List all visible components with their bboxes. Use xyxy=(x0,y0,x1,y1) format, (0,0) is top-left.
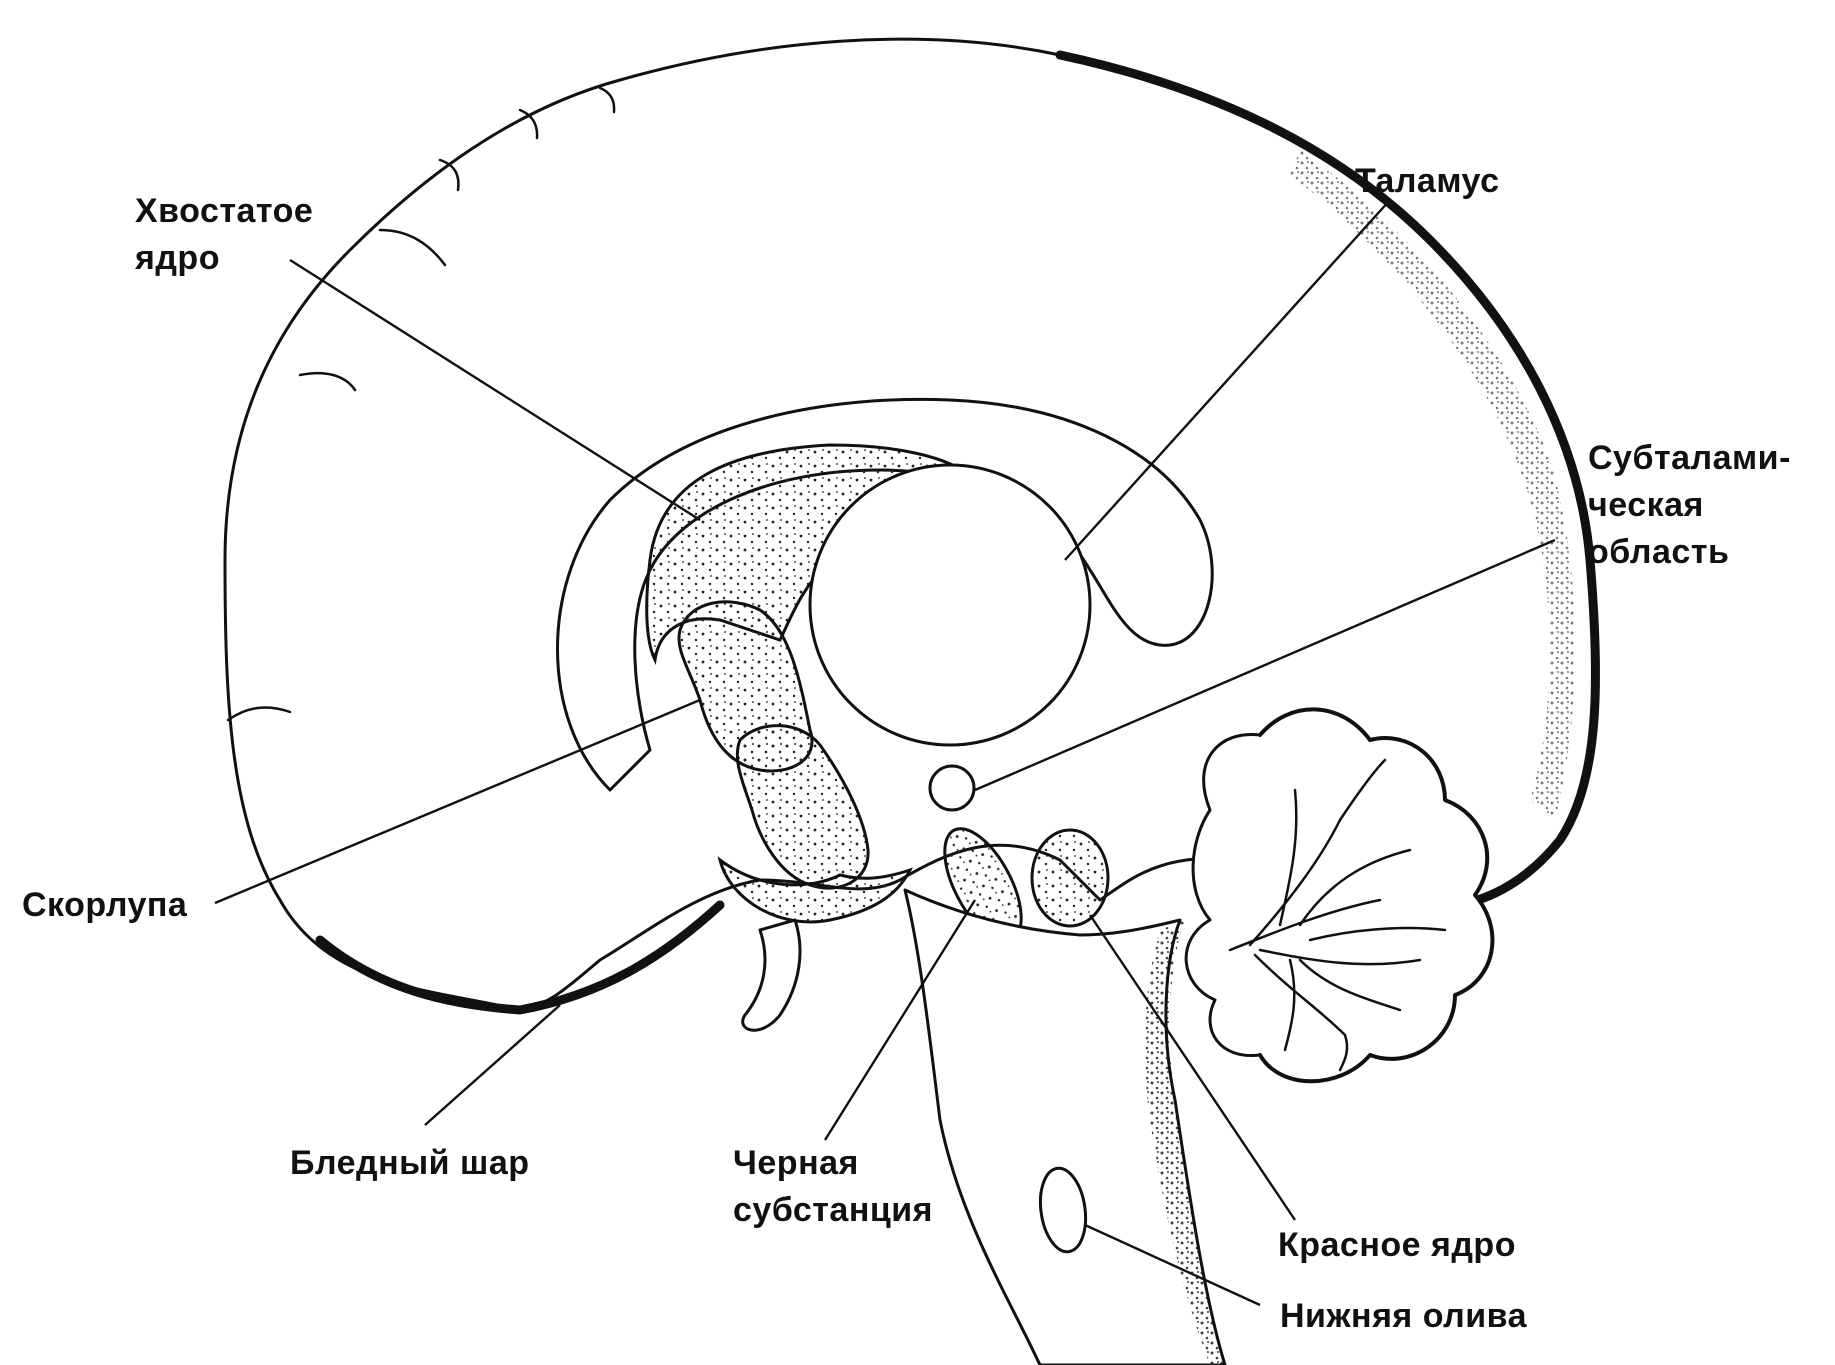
label-caudate-nucleus: Хвостатое ядро xyxy=(135,188,313,282)
label-thalamus: Таламус xyxy=(1355,158,1500,205)
label-putamen: Скорлупа xyxy=(22,882,187,929)
label-red-nucleus: Красное ядро xyxy=(1278,1222,1516,1269)
leader-globus-pallidus xyxy=(425,1005,560,1125)
red-nucleus xyxy=(1032,830,1108,926)
label-inferior-olive: Нижняя олива xyxy=(1280,1293,1527,1340)
label-globus-pallidus: Бледный шар xyxy=(290,1140,530,1187)
label-substantia-nigra: Черная субстанция xyxy=(733,1140,933,1234)
subthalamic-nucleus xyxy=(930,766,974,810)
pituitary-stalk xyxy=(743,920,800,1030)
thalamus xyxy=(810,465,1090,745)
label-subthalamic-region: Субталами- ческая область xyxy=(1588,435,1791,576)
